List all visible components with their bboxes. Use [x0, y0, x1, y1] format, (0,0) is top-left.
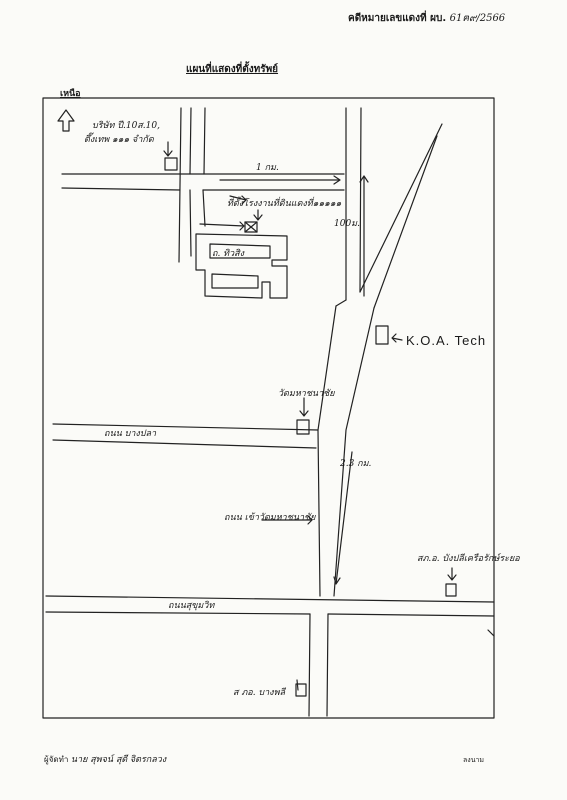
label-distance-23km: 2.3 กม. [339, 459, 372, 469]
temple-building [296, 419, 310, 435]
koa-tech-building [375, 325, 389, 345]
main-road-lower-west [317, 305, 337, 597]
label-district-office: ส ภอ. บางพลี [233, 687, 287, 698]
label-road-temple-entry: ถนน เข้าวัดมหาชนาชัย [224, 512, 316, 523]
police-building [445, 583, 457, 597]
label-koa-tech: K.O.A. Tech [406, 333, 486, 348]
label-distance-1km: 1 กม. [256, 163, 279, 173]
label-company: บริษัท ปี.10ส.10, [92, 120, 160, 131]
soi-east-edge [203, 107, 206, 175]
label-property: ที่ตั้งโรงงานที่ดินแดงที่๑๑๑๑๑ [227, 196, 342, 209]
label-company-line2: ตึ๊งเทพ ๑๑๑ จำกัด [84, 132, 155, 145]
label-police-office: สภ.อ. บังปลีเครือรักษ์ระยอ [417, 553, 520, 564]
road-top-lower-edge [61, 187, 345, 191]
main-road-east-edge [359, 107, 362, 293]
main-road-lower-east [333, 307, 375, 597]
label-road-lane: ถ. ทิวสิง [212, 248, 245, 259]
diagonal-road-north-edge [359, 123, 443, 293]
diagonal-road-south-edge [373, 135, 438, 309]
lower-road-west-edge [308, 613, 311, 717]
case-number-label: คดีหมายเลขแดงที่ ผบ. [348, 13, 447, 24]
label-road-west: ถนน บางปลา [104, 429, 157, 439]
soi-east-lower-edge [202, 189, 206, 227]
soi-mid-edge [189, 107, 192, 257]
label-sukhumvit: ถนนสุขุมวิท [168, 600, 215, 611]
prepared-by-label: ผู้จัดทำ [44, 755, 69, 764]
property-marker [244, 221, 258, 233]
property-inner-block [209, 243, 271, 289]
case-number-value: 61ฅ๙/2566 [449, 13, 506, 24]
road-west-lower-edge [52, 439, 317, 449]
company-building [164, 157, 178, 171]
prepared-by-role: จิตรกลวง [129, 755, 167, 765]
footer-signed: ลงนาม [463, 756, 485, 764]
north-label: เหนือ [60, 89, 81, 99]
property-compound [195, 233, 288, 299]
label-temple: วัดมหาชนาชัย [278, 388, 335, 399]
arrow-1km [219, 175, 341, 185]
label-distance-100m: 100ม. [334, 219, 360, 229]
prepared-by-name: นาย สุพจน์ สุดี [70, 755, 128, 765]
sukhumvit-upper-edge [45, 595, 495, 603]
footer-prepared-by: ผู้จัดทำ นาย สุพจน์ สุดี จิตรกลวง [44, 752, 166, 766]
arrow-100m [359, 175, 369, 297]
lower-road-east-edge [326, 613, 329, 717]
arrow-23km [333, 451, 353, 585]
north-arrow-icon [57, 109, 75, 132]
sukhumvit-lower-edge [45, 611, 495, 617]
junction-edge [335, 299, 347, 307]
map-frame [42, 97, 495, 719]
page-title: แผนที่แสดงที่ตั้งทรัพย์ [186, 64, 279, 75]
district-building [295, 683, 307, 697]
road-west-upper-edge [52, 423, 319, 431]
case-number: คดีหมายเลขแดงที่ ผบ. 61ฅ๙/2566 [348, 11, 505, 26]
soi-west-edge [178, 107, 182, 263]
